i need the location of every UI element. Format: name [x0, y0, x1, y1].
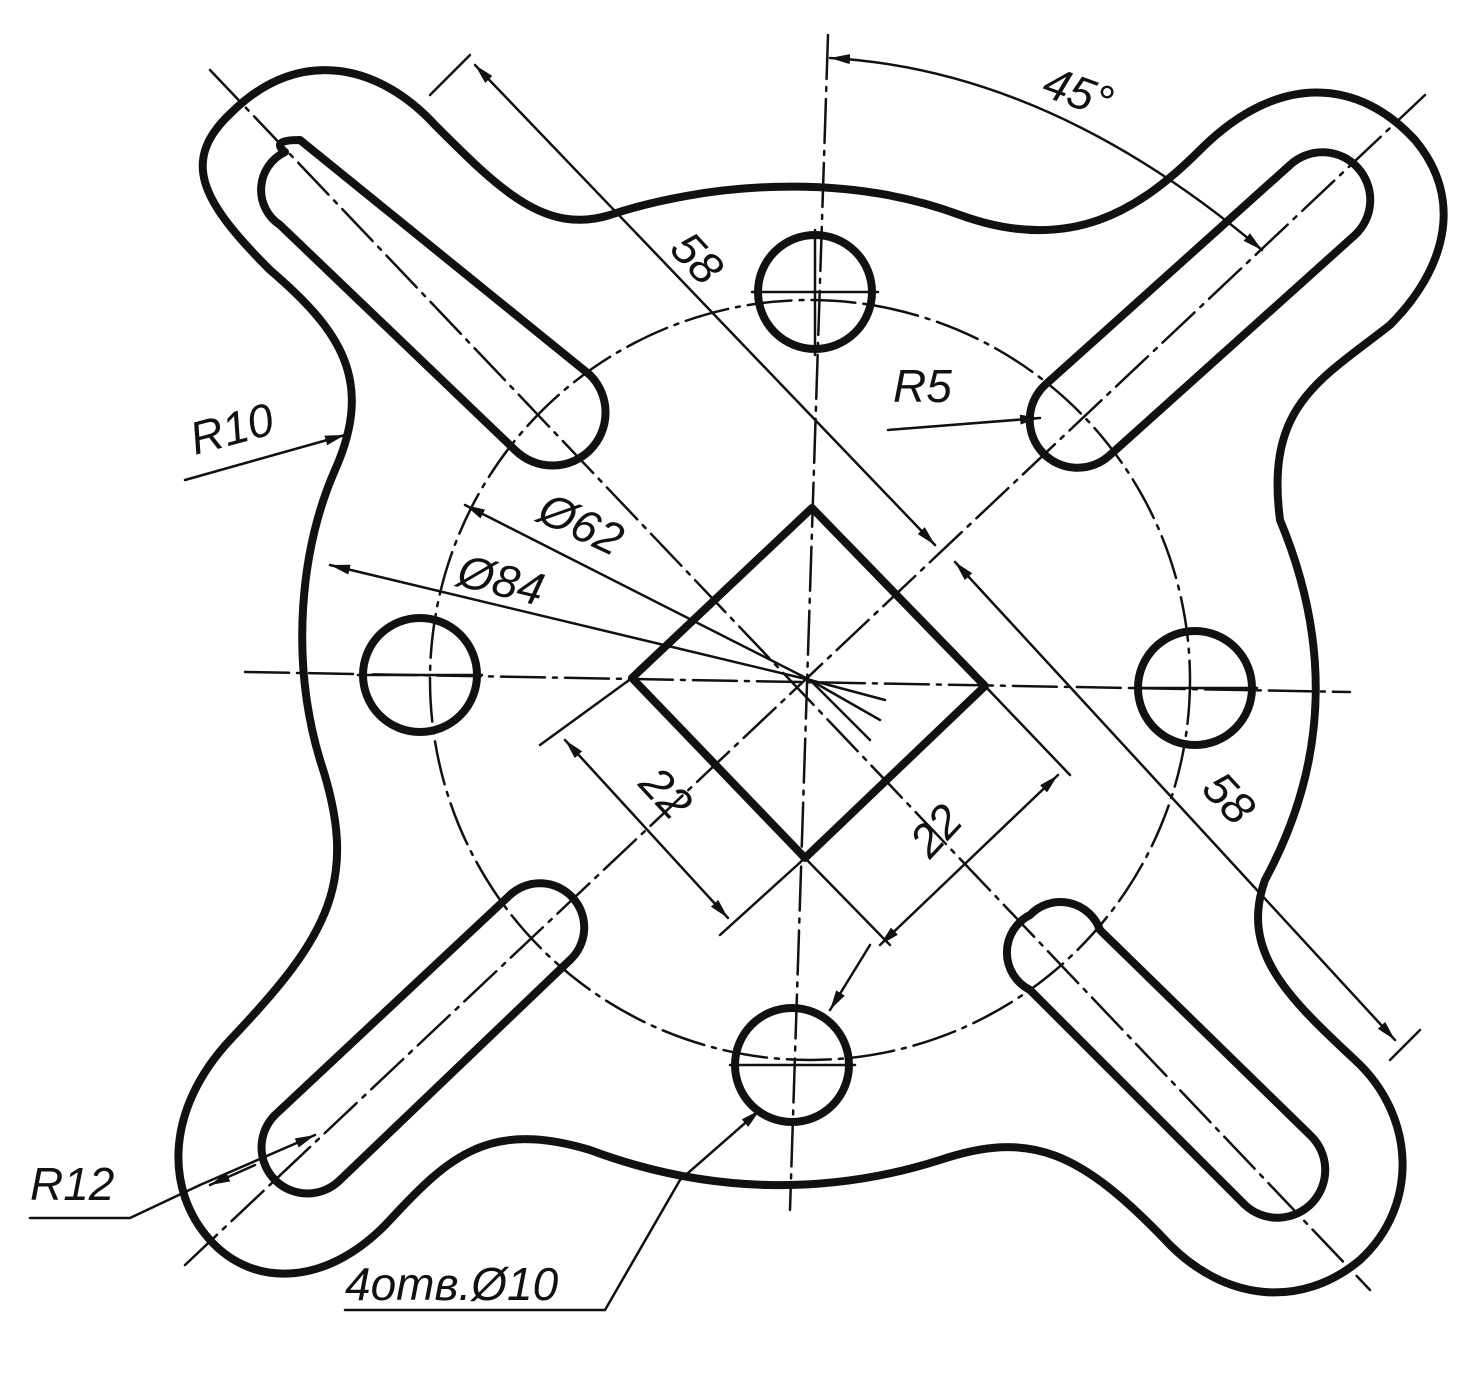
slot-bottom-left — [257, 879, 589, 1198]
holes-note: 4отв.Ø10 — [345, 1258, 559, 1310]
center-lines — [183, 33, 1427, 1292]
dim-22-left: 22 — [629, 756, 703, 830]
slot-bottom-right — [1002, 898, 1330, 1222]
dim-r5: R5 — [893, 360, 952, 412]
slot-top-left — [257, 136, 610, 470]
dim-phi62: Ø62 — [529, 481, 632, 566]
dim-phi84: Ø84 — [451, 544, 550, 616]
slot-top-right — [1025, 148, 1375, 472]
dim-r12: R12 — [30, 1158, 114, 1210]
dim-45-degree: 45° — [1037, 56, 1120, 129]
dim-r10: R10 — [184, 392, 279, 464]
dim-58-top: 58 — [661, 221, 734, 294]
dim-58-right: 58 — [1193, 761, 1266, 834]
dimension-lines — [28, 53, 1422, 1312]
